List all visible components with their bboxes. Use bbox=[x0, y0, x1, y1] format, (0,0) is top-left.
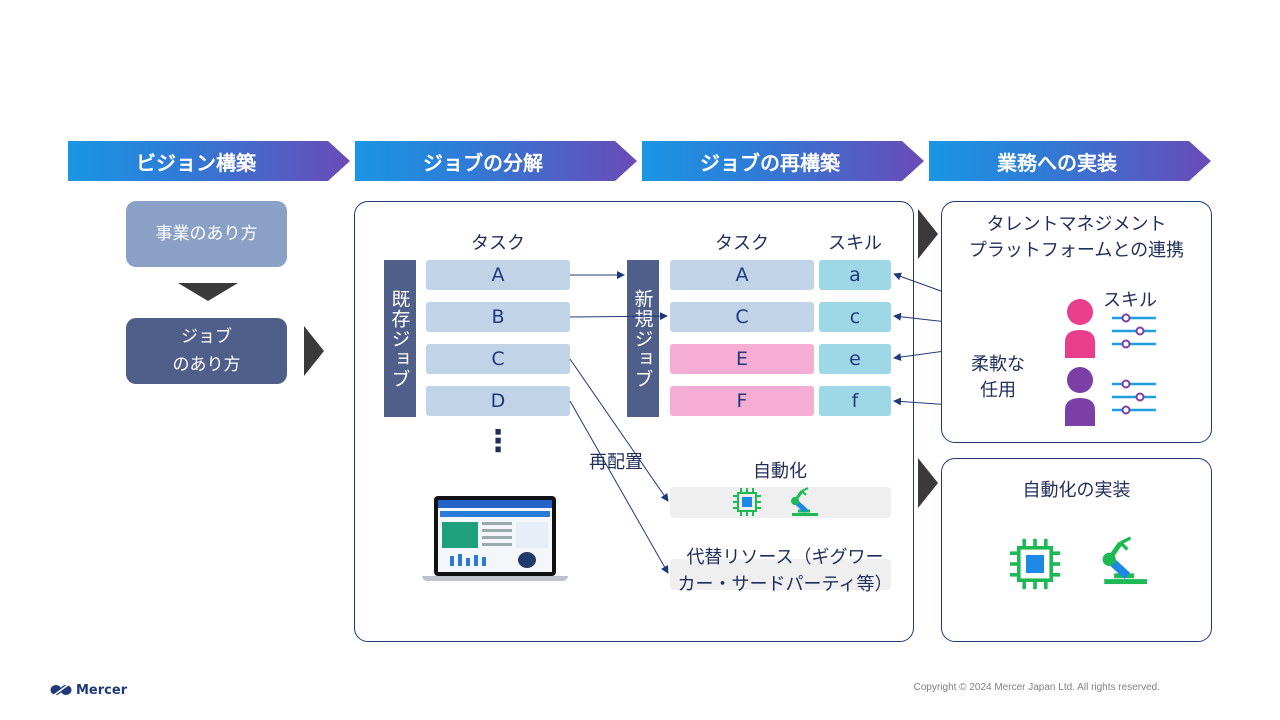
mercer-logo: Mercer bbox=[50, 680, 127, 700]
down-arrow-icon bbox=[178, 283, 238, 301]
ellipsis: ⋮ bbox=[483, 424, 513, 459]
alt-resource-line1: 代替リソース（ギグワー bbox=[686, 547, 884, 568]
alt-resource-band bbox=[670, 559, 891, 590]
automation-label: 自動化 bbox=[753, 461, 807, 482]
phase-rebuild: ジョブの再構築 bbox=[642, 141, 924, 181]
cpu-chip-icon bbox=[1009, 538, 1061, 590]
existing-task-b: B bbox=[426, 302, 570, 332]
skill-f: f bbox=[819, 386, 891, 416]
alt-resource-line2: カー・サードパーティ等） bbox=[677, 574, 893, 595]
skill-header: スキル bbox=[828, 233, 882, 254]
business-direction-label: 事業のあり方 bbox=[155, 224, 258, 244]
person-icon bbox=[1065, 367, 1095, 426]
automation-band bbox=[670, 487, 891, 518]
mercer-brand: Mercer bbox=[76, 682, 128, 698]
mercer-mark-icon bbox=[50, 684, 72, 696]
automation-implementation-title: 自動化の実装 bbox=[1022, 480, 1131, 501]
person-icon bbox=[1065, 299, 1095, 358]
cpu-chip-icon bbox=[733, 488, 761, 516]
task-header-new: タスク bbox=[715, 233, 769, 254]
phase-label: ジョブの再構築 bbox=[700, 150, 840, 175]
laptop-dashboard-illustration bbox=[422, 496, 568, 584]
talent-title: タレントマネジメント プラットフォームとの連携 bbox=[941, 212, 1212, 264]
flexible-line2: 任用 bbox=[980, 380, 1016, 401]
talent-title-line1: タレントマネジメント bbox=[986, 214, 1167, 235]
talent-title-line2: プラットフォームとの連携 bbox=[968, 240, 1185, 261]
flexible-line1: 柔軟な bbox=[971, 354, 1025, 375]
robot-arm-icon bbox=[1102, 536, 1148, 585]
job-direction-line2: のあり方 bbox=[172, 355, 241, 375]
alt-resource-label: 代替リソース（ギグワー カー・サードパーティ等） bbox=[660, 544, 910, 598]
right-arrow-icon bbox=[918, 209, 938, 259]
phase-label: ジョブの分解 bbox=[423, 150, 543, 175]
new-job-label: 新規ジョブ bbox=[631, 288, 654, 389]
skill-a: a bbox=[819, 260, 891, 290]
right-arrow-icon bbox=[918, 458, 938, 508]
skill-e: e bbox=[819, 344, 891, 374]
skill-sliders-icon bbox=[1112, 313, 1156, 349]
existing-task-c: C bbox=[426, 344, 570, 374]
flexible-assignment-label: 柔軟な 任用 bbox=[958, 352, 1038, 404]
existing-task-d: D bbox=[426, 386, 570, 416]
existing-job-label: 既存ジョブ bbox=[388, 288, 411, 389]
phase-decompose: ジョブの分解 bbox=[355, 141, 637, 181]
right-arrow-icon bbox=[304, 326, 324, 376]
job-direction-line1: ジョブ bbox=[181, 327, 232, 347]
existing-job-bar: 既存ジョブ bbox=[384, 260, 416, 417]
phase-label: 業務への実装 bbox=[997, 150, 1117, 175]
phase-label: ビジョン構築 bbox=[136, 150, 256, 175]
skill-label: スキル bbox=[1103, 290, 1157, 311]
new-task-e: E bbox=[670, 344, 814, 374]
business-direction-box: 事業のあり方 bbox=[126, 201, 287, 267]
phase-vision: ビジョン構築 bbox=[68, 141, 350, 181]
automation-implementation-panel bbox=[941, 458, 1212, 642]
copyright: Copyright © 2024 Mercer Japan Ltd. All r… bbox=[913, 682, 1160, 693]
new-task-f: F bbox=[670, 386, 814, 416]
new-job-bar: 新規ジョブ bbox=[627, 260, 659, 417]
phase-implementation: 業務への実装 bbox=[929, 141, 1211, 181]
new-task-a: A bbox=[670, 260, 814, 290]
job-direction-box: ジョブ のあり方 bbox=[126, 318, 287, 384]
skill-c: c bbox=[819, 302, 891, 332]
robot-arm-icon bbox=[791, 487, 818, 516]
new-task-c: C bbox=[670, 302, 814, 332]
skill-sliders-icon bbox=[1112, 379, 1156, 415]
existing-task-a: A bbox=[426, 260, 570, 290]
task-header-existing: タスク bbox=[471, 233, 525, 254]
